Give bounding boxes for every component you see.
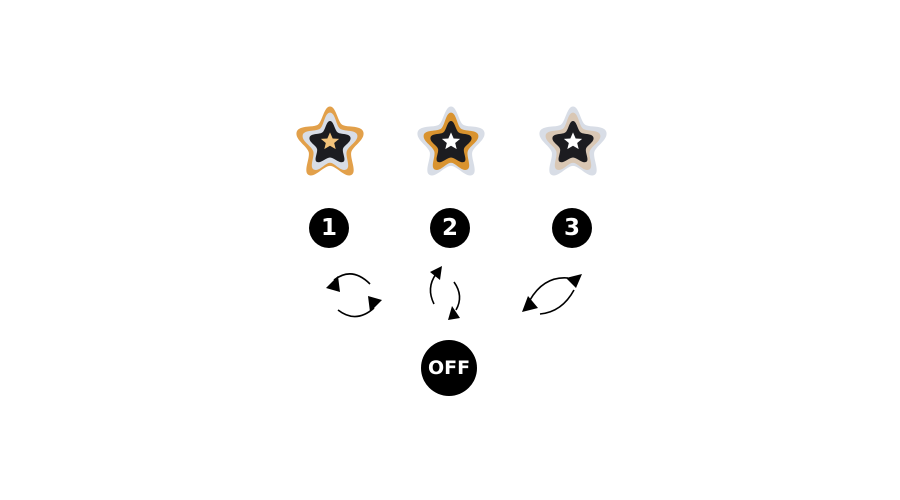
- cycle-arrows-icon: [318, 264, 390, 324]
- star-lamp-neutral-icon: [413, 102, 489, 178]
- star-lamp-warm-icon: [292, 102, 368, 178]
- cycle-arrows-icon: [420, 262, 472, 326]
- star-lamp-cool-icon: [535, 102, 611, 178]
- off-button[interactable]: OFF: [421, 340, 477, 396]
- mode-3-badge: 3: [552, 208, 592, 248]
- cycle-arrows-icon: [516, 264, 588, 324]
- mode-2-badge: 2: [430, 208, 470, 248]
- mode-1-badge: 1: [309, 208, 349, 248]
